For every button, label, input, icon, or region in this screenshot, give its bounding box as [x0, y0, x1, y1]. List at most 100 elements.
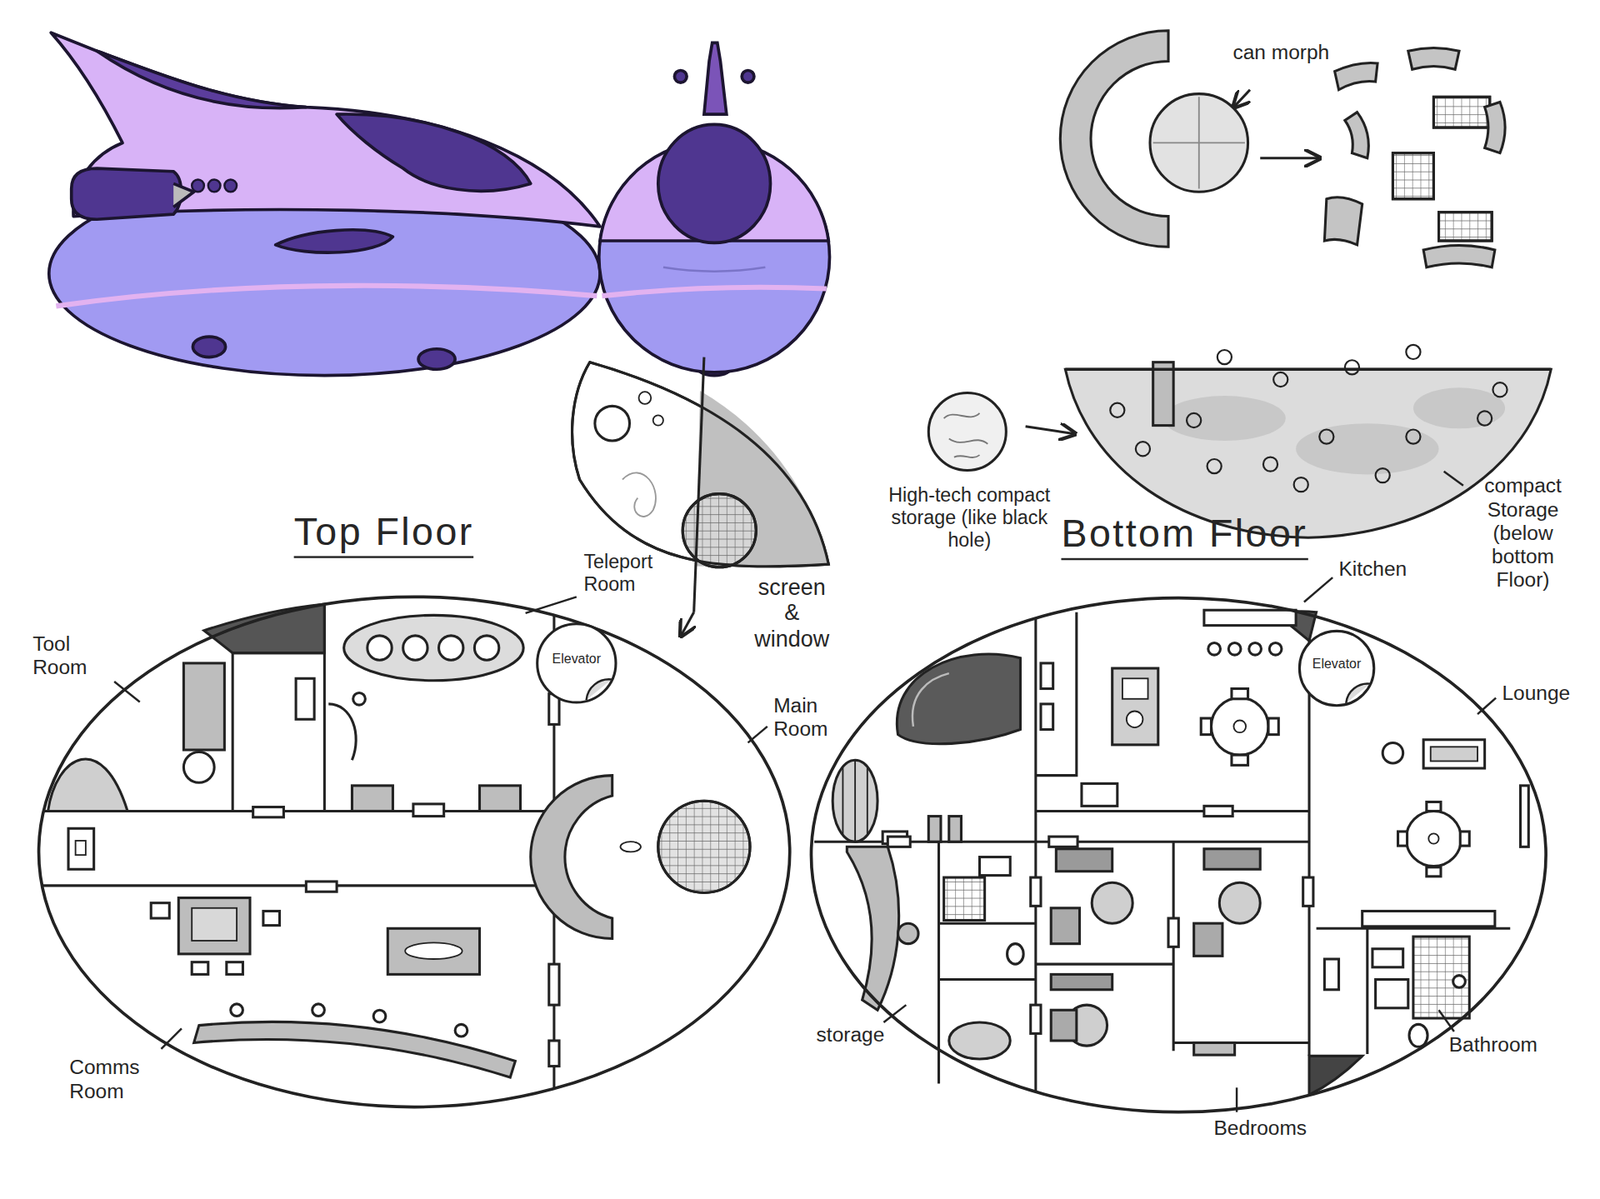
leader-line — [1304, 577, 1333, 602]
bottom-floor-plan — [1228, 642, 1241, 655]
morphing-screen — [1485, 101, 1505, 153]
bottom-floor-plan — [1398, 831, 1408, 846]
morphing-screen — [1335, 63, 1378, 90]
top-floor-plan — [658, 800, 750, 893]
compact-storage-sketch — [1295, 423, 1439, 475]
top-floor-plan — [549, 1040, 560, 1067]
morphing-screen — [1153, 96, 1245, 189]
screen-window-sketch — [653, 415, 664, 425]
top-floor-plan — [41, 604, 750, 1090]
compact-storage-sketch — [1065, 367, 1551, 371]
bottom-floor-plan — [1040, 663, 1054, 690]
morphing-screen — [1150, 94, 1249, 193]
top-floor-plan — [295, 678, 315, 720]
bottom-floor-plan — [1208, 642, 1221, 655]
compact-storage-sketch — [1263, 457, 1278, 472]
bottom-floor-plan — [832, 760, 878, 842]
top-floor-plan — [41, 604, 555, 1090]
bottom-floor-plan — [1091, 882, 1133, 924]
note-label: High-tech compact storage (like black ho… — [880, 485, 1060, 552]
bottom-floor-plan — [1050, 974, 1112, 990]
ship-side-view — [49, 32, 600, 375]
top-floor-plan — [150, 903, 170, 919]
floor-plan-outline-shape — [39, 510, 795, 1112]
bottom-floor-plan — [1423, 740, 1485, 769]
compact-storage-sketch — [1163, 395, 1286, 441]
morphing-screen — [1060, 30, 1505, 268]
bottom-floor-plan — [1030, 1005, 1041, 1034]
room-label: Main Room — [773, 694, 845, 741]
elevator-outline — [537, 624, 616, 703]
bottom-floor-plan — [1204, 849, 1260, 870]
bottom-floor-plan — [1210, 698, 1269, 756]
note-label: can morph — [1232, 40, 1330, 65]
morphing-screen — [1433, 96, 1490, 128]
top-floor-plan — [183, 663, 225, 750]
note-label: screen & window — [750, 574, 834, 652]
bottom-floor-plan — [1430, 746, 1478, 761]
compact-storage-sketch — [1492, 382, 1507, 397]
compact-storage-sketch — [1110, 345, 1507, 492]
ship-front-view — [599, 42, 830, 375]
morphing-screen — [1408, 48, 1460, 70]
compact-storage-sketch — [1110, 403, 1125, 418]
bottom-floor-plan — [1194, 1042, 1235, 1055]
bottom-floor-plan — [1200, 718, 1211, 735]
bottom-floor-plan — [1126, 710, 1144, 728]
morphing-screen — [1345, 112, 1369, 159]
ship-side-view — [418, 349, 455, 370]
top-floor-plan — [253, 807, 285, 818]
bottom-floor-plan — [1050, 908, 1080, 945]
bottom-floor-plan — [1382, 742, 1403, 763]
bottom-floor-plan — [1204, 805, 1233, 816]
bottom-floor-plan — [1375, 980, 1409, 1009]
top-floor-plan — [75, 840, 86, 855]
top-floor-plan — [353, 692, 366, 705]
ship-front-view — [601, 287, 826, 296]
floor-outline — [810, 598, 1546, 1113]
morphing-screen — [1235, 90, 1250, 107]
top-floor-plan — [263, 910, 280, 925]
bottom-floor-plan — [1268, 718, 1279, 735]
top-floor-plan — [68, 828, 95, 870]
room-label: Comms Room — [69, 1055, 151, 1103]
floor-plan-outline: Top FloorElevator — [39, 510, 795, 1112]
top-floor-plan — [367, 635, 392, 660]
bottom-floor-plan — [1112, 668, 1159, 745]
leader-line — [114, 681, 140, 702]
screen-window-sketch — [682, 494, 756, 568]
compact-storage-sketch — [1444, 471, 1464, 486]
bottom-floor-plan — [1269, 642, 1282, 655]
floor-plan-outline-shape — [810, 510, 1548, 1115]
bottom-floor-plan — [1231, 689, 1249, 700]
bottom-floor-plan — [846, 846, 899, 1010]
ship-side-view — [50, 32, 600, 227]
bottom-floor-plan — [949, 1022, 1010, 1060]
bottom-floor-plan — [912, 673, 950, 727]
bottom-floor-plan — [1372, 949, 1404, 968]
morphing-screen — [1423, 245, 1495, 267]
bottom-floor-plan — [1362, 910, 1495, 926]
morphing-screen — [1392, 153, 1434, 200]
bottom-floor-plan — [1303, 877, 1314, 906]
ship-side-view — [173, 183, 194, 207]
bottom-floor-plan — [887, 836, 910, 847]
ship-side-view — [55, 285, 597, 307]
ship-front-view — [663, 267, 765, 272]
compact-storage-sketch — [1273, 372, 1288, 387]
top-floor-plan — [328, 704, 356, 760]
elevator-door — [1345, 683, 1370, 703]
morphing-screen — [1324, 197, 1362, 245]
compact-storage-sketch — [944, 413, 989, 458]
bottom-floor-plan — [1040, 704, 1054, 730]
bottom-floor-plan — [1007, 944, 1025, 965]
elevator-label: Elevator — [552, 650, 601, 666]
top-floor-plan — [403, 635, 428, 660]
screen-window-sketch — [622, 472, 656, 517]
top-floor-plan — [191, 908, 237, 941]
bottom-floor-plan — [1081, 783, 1118, 806]
compact-storage-sketch — [1294, 477, 1309, 492]
bottom-floor-plan — [1204, 610, 1296, 625]
ship-side-view — [96, 50, 306, 108]
